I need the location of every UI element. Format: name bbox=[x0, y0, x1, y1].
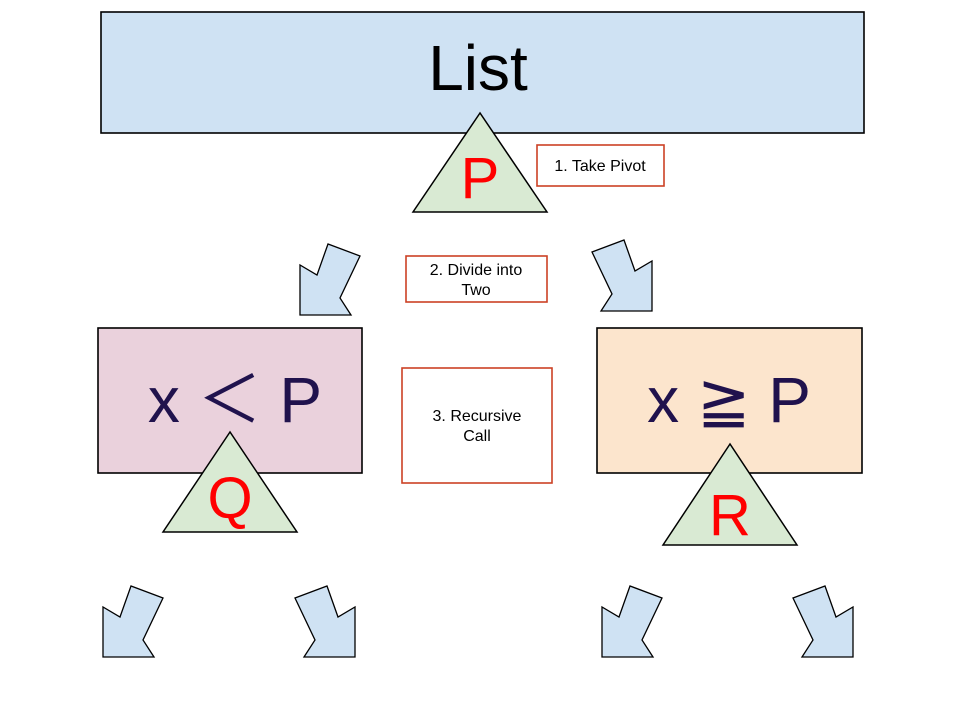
down-left-arrow-icon bbox=[299, 243, 361, 316]
list-box bbox=[100, 11, 865, 134]
step-3-box bbox=[401, 367, 553, 484]
pivot-p-label: P bbox=[461, 146, 500, 211]
step-1-box bbox=[536, 144, 665, 187]
down-right-arrow-icon bbox=[591, 239, 653, 312]
list-label: List bbox=[428, 32, 528, 104]
step-2-box bbox=[405, 255, 548, 303]
step-1-text: 1. Take Pivot bbox=[554, 158, 646, 175]
pivot-q-label: Q bbox=[207, 466, 252, 531]
pivot-triangle-p bbox=[411, 111, 549, 213]
step-2-text-line-1: 2. Divide into bbox=[430, 262, 523, 279]
r-right-arrow-icon bbox=[792, 585, 854, 658]
less-than-label: x ＜ P bbox=[148, 364, 322, 436]
pivot-r-label: R bbox=[709, 483, 751, 548]
step-2-text-line-2: Two bbox=[461, 282, 490, 299]
q-left-arrow-icon bbox=[102, 585, 164, 658]
pivot-triangle-r bbox=[661, 442, 799, 546]
step-3-text-line-1: 3. Recursive bbox=[433, 408, 522, 425]
greater-equal-label: x ≧ P bbox=[647, 364, 811, 436]
r-left-arrow-icon bbox=[601, 585, 663, 658]
q-right-arrow-icon bbox=[294, 585, 356, 658]
pivot-triangle-q bbox=[161, 430, 299, 533]
step-3-text-line-2: Call bbox=[463, 428, 491, 445]
